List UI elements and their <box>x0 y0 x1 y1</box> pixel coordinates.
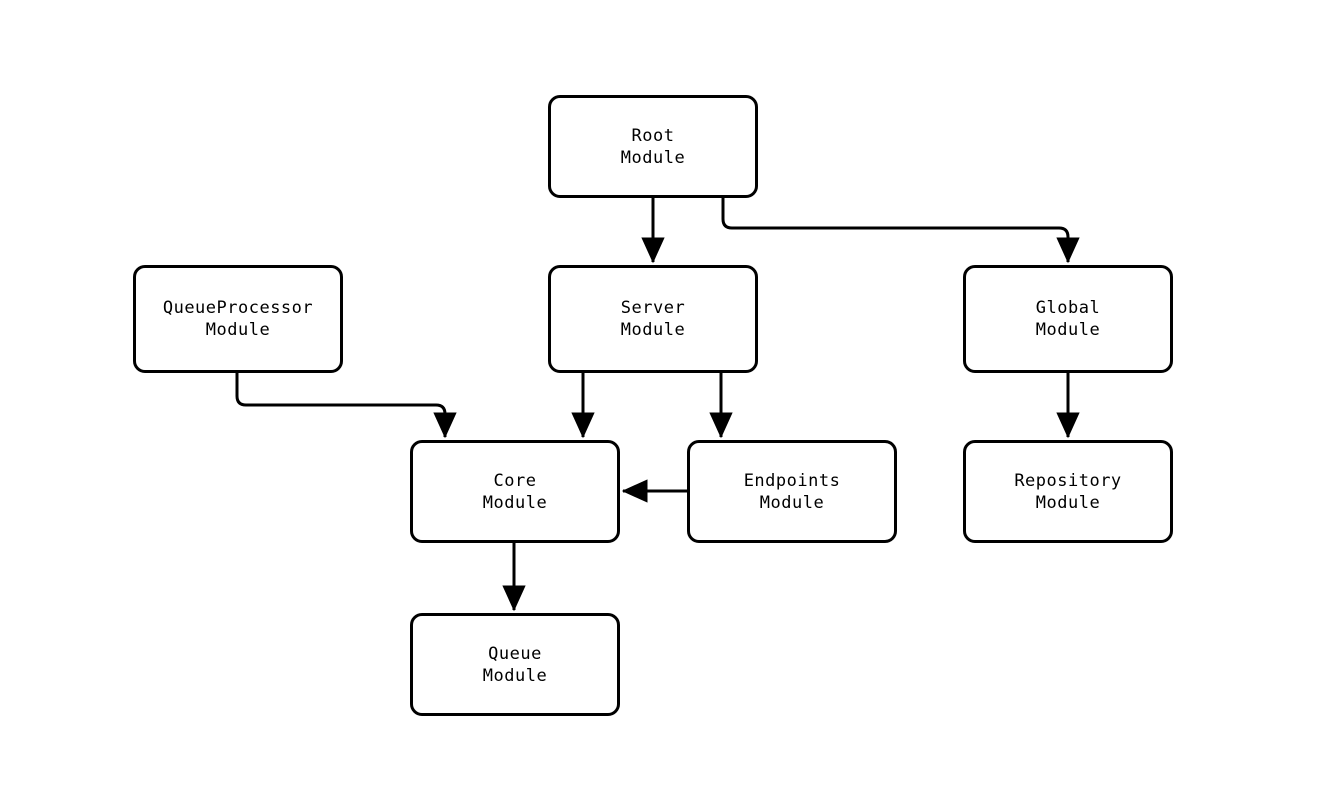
node-subtitle-global: Module <box>1035 320 1101 340</box>
node-title-root: Root <box>631 125 675 146</box>
node-title-queueprocessor: QueueProcessor <box>162 298 314 318</box>
edge-queueprocessor-to-core <box>235 373 457 439</box>
node-subtitle-root: Module <box>620 147 686 168</box>
node-title-core: Core <box>493 470 537 491</box>
node-subtitle-repository: Module <box>1035 492 1101 513</box>
node-title-global: Global <box>1035 298 1101 318</box>
node-title-queue: Queue <box>488 643 542 664</box>
node-title-endpoints: Endpoints <box>743 470 841 491</box>
node-title-server: Server <box>620 298 686 318</box>
node-subtitle-endpoints: Module <box>759 492 825 513</box>
node-subtitle-queue: Module <box>482 665 548 686</box>
edge-root-to-global <box>721 198 1080 264</box>
node-title-repository: Repository <box>1014 470 1122 491</box>
node-subtitle-queueprocessor: Module <box>205 320 271 340</box>
node-subtitle-core: Module <box>482 492 548 513</box>
node-subtitle-server: Module <box>620 320 686 340</box>
